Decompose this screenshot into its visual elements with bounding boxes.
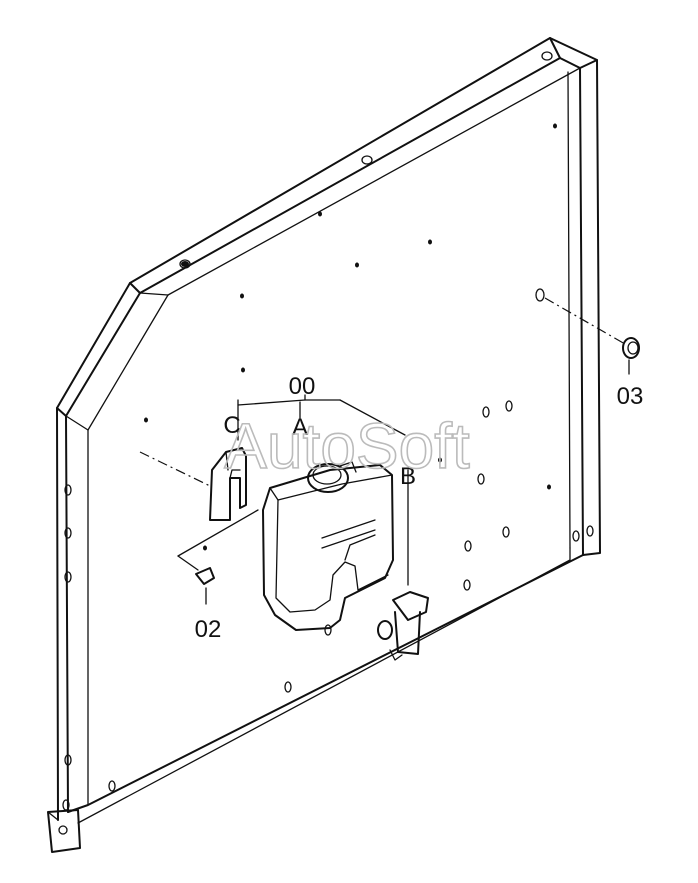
watermark-text: AutoSoft — [224, 410, 470, 482]
part-02-label: 02 — [195, 616, 222, 643]
point-c-label: C — [223, 412, 240, 439]
frame-holes — [62, 51, 594, 811]
bracket-part — [139, 447, 247, 521]
assembly-label: 00 — [289, 373, 316, 400]
assembly-leaders — [237, 394, 406, 441]
washer-tank — [262, 461, 394, 631]
pump-part — [377, 469, 429, 661]
point-a-label: A — [292, 414, 308, 441]
panel-holes — [108, 123, 557, 792]
point-b-label: B — [400, 463, 416, 490]
bolt-part — [177, 509, 259, 605]
part-03-label: 03 — [617, 383, 644, 410]
grommet-part — [535, 288, 640, 375]
panel-frame — [47, 37, 601, 853]
